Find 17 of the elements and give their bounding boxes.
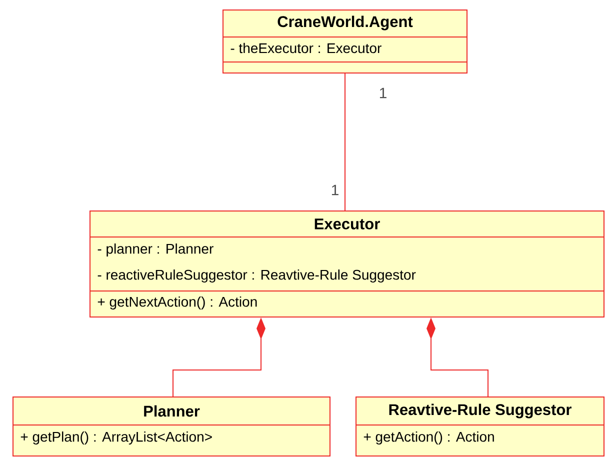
class-name: Planner xyxy=(144,405,200,417)
class-box xyxy=(90,210,604,318)
class-box xyxy=(222,10,468,74)
class-name: Executor xyxy=(314,218,380,230)
multiplicity-label: 1 xyxy=(380,88,386,98)
multiplicity-label: 1 xyxy=(332,184,338,196)
member-text: + getPlan() : ArrayList<Action> xyxy=(20,431,212,445)
member-text: - theExecutor : Executor xyxy=(230,42,382,54)
member-text: + getAction() : Action xyxy=(364,431,494,445)
member-text: + getNextAction() : Action xyxy=(98,296,257,310)
class-name: Reavtive-Rule Suggestor xyxy=(389,404,572,418)
member-text: - reactiveRuleSuggestor : Reavtive-Rule Suggestor xyxy=(98,269,416,283)
class-box xyxy=(12,396,330,456)
member-text: - planner : Planner xyxy=(98,243,214,257)
class-name: CraneWorld.Agent xyxy=(278,16,413,30)
class-box xyxy=(356,396,604,456)
association-line xyxy=(344,73,346,211)
